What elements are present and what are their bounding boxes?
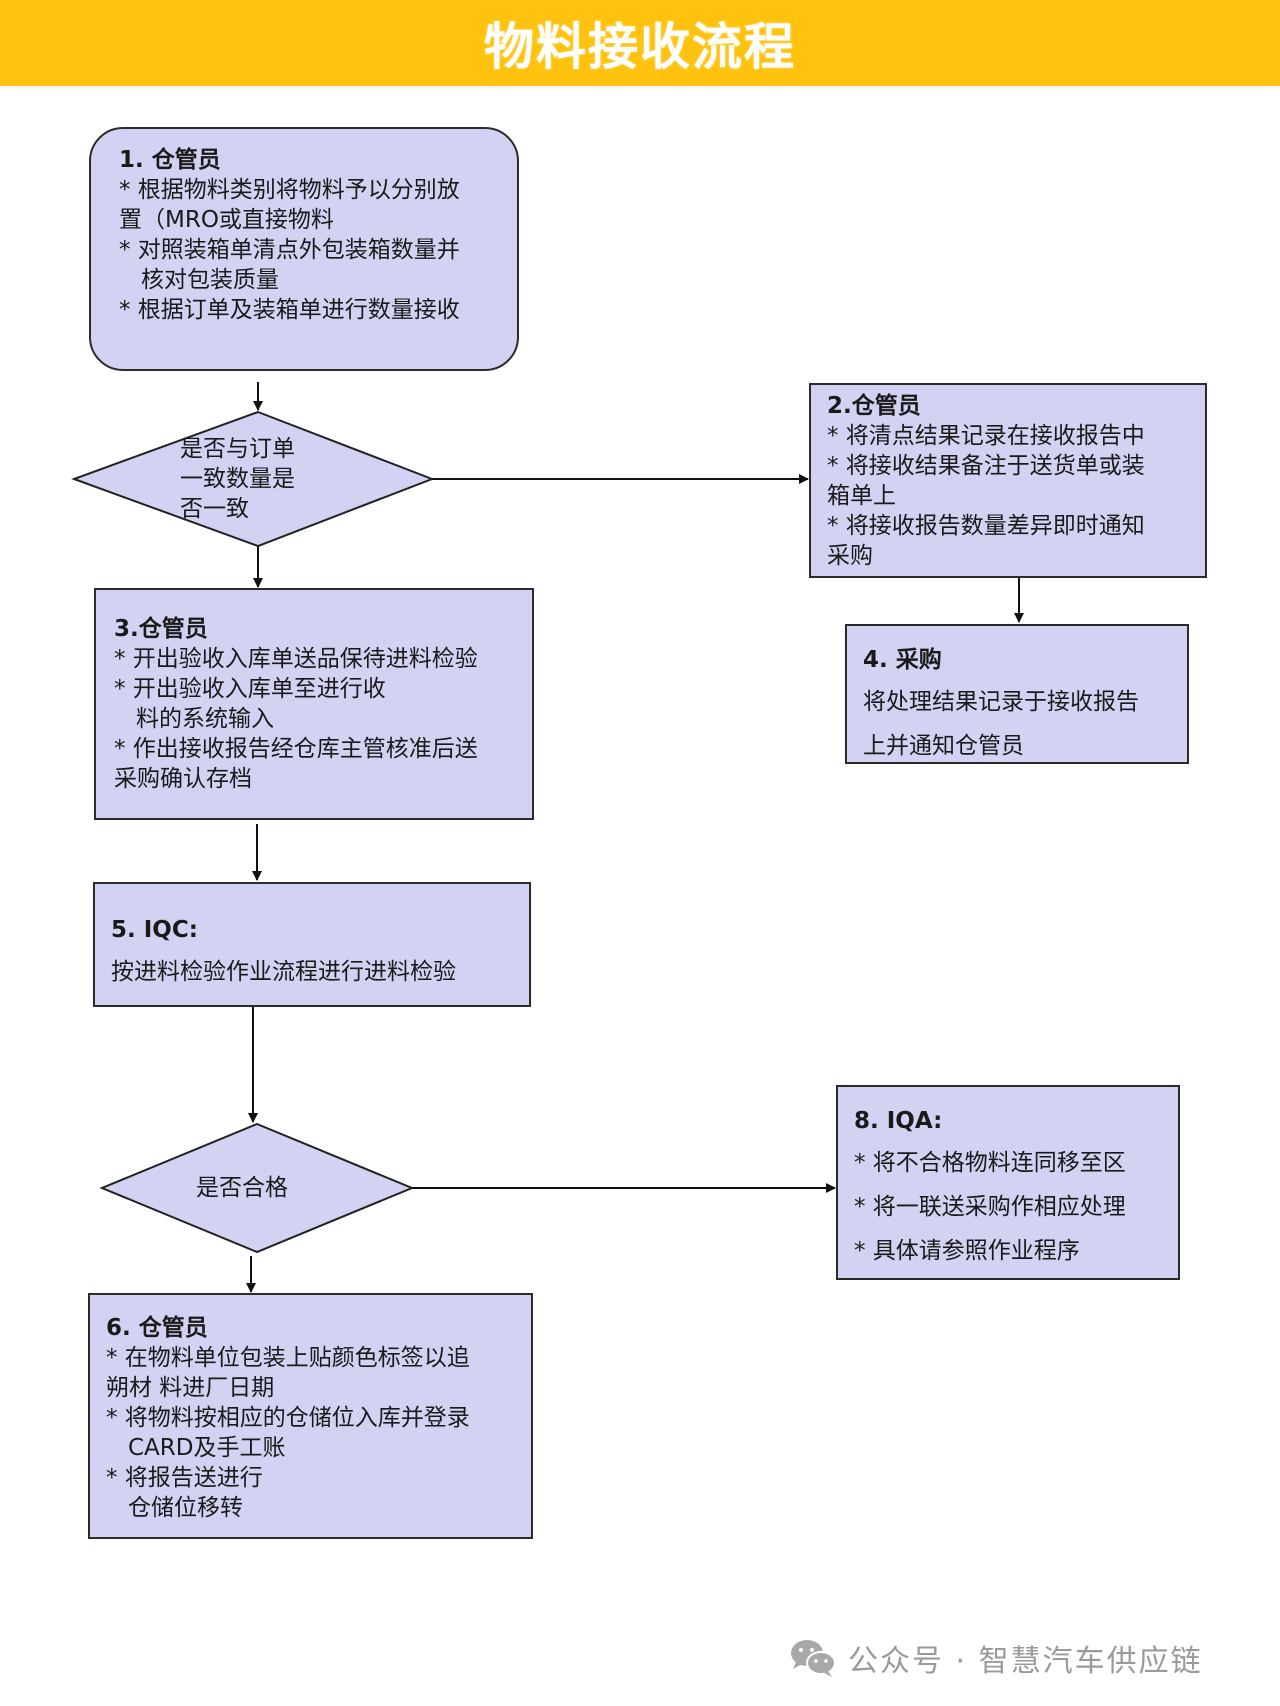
step-2-line: * 将清点结果记录在接收报告中 <box>827 423 1145 449</box>
step-8-line: * 具体请参照作业程序 <box>854 1238 1080 1264</box>
step-5-line: 按进料检验作业流程进行进料检验 <box>111 959 456 985</box>
footer-text: 公众号 · 智慧汽车供应链 <box>848 1644 1203 1679</box>
step-8-box: 8. IQA: * 将不合格物料连同移至区 * 将一联送采购作相应处理 * 具体… <box>836 1085 1180 1280</box>
decision-1-line: 否一致 <box>180 496 249 522</box>
decision-1-line: 一致数量是 <box>180 466 295 492</box>
step-1-line: * 根据订单及装箱单进行数量接收 <box>119 297 460 323</box>
step-1-line: 置（MRO或直接物料 <box>119 207 334 233</box>
step-1-line: 核对包装质量 <box>141 267 279 293</box>
step-3-line: 料的系统输入 <box>136 706 274 732</box>
step-4-box: 4. 采购 将处理结果记录于接收报告 上并通知仓管员 <box>845 624 1189 764</box>
step-6-title: 6. 仓管员 <box>106 1315 208 1341</box>
step-6-line: 朔材 料进厂日期 <box>106 1375 275 1401</box>
step-3-title: 3.仓管员 <box>114 616 208 642</box>
step-6-box: 6. 仓管员 * 在物料单位包装上贴颜色标签以追 朔材 料进厂日期 * 将物料按… <box>88 1293 533 1539</box>
step-1-line: * 对照装箱单清点外包装箱数量并 <box>119 237 460 263</box>
decision-1-text: 是否与订单 一致数量是 否一致 <box>180 434 295 524</box>
title-banner: 物料接收流程 <box>0 0 1280 86</box>
step-6-line: * 将报告送进行 <box>106 1465 263 1491</box>
page-title: 物料接收流程 <box>484 18 796 76</box>
step-2-line: 箱单上 <box>827 483 896 509</box>
step-3-line: * 作出接收报告经仓库主管核准后送 <box>114 736 478 762</box>
step-2-box: 2.仓管员 * 将清点结果记录在接收报告中 * 将接收结果备注于送货单或装 箱单… <box>809 383 1207 578</box>
decision-2-line: 是否合格 <box>196 1175 288 1201</box>
step-6-line: CARD及手工账 <box>128 1435 286 1461</box>
step-3-box: 3.仓管员 * 开出验收入库单送品保待进料检验 * 开出验收入库单至进行收 料的… <box>94 588 534 820</box>
footer-watermark: 公众号 · 智慧汽车供应链 <box>788 1636 1203 1680</box>
step-5-title: 5. IQC: <box>111 917 198 943</box>
step-3-line: 采购确认存档 <box>114 766 252 792</box>
step-3-line: * 开出验收入库单至进行收 <box>114 676 386 702</box>
decision-2-text: 是否合格 <box>196 1173 288 1203</box>
step-4-title: 4. 采购 <box>863 647 942 673</box>
step-2-line: * 将接收报告数量差异即时通知 <box>827 513 1145 539</box>
step-6-line: * 将物料按相应的仓储位入库并登录 <box>106 1405 470 1431</box>
step-1-box: 1. 仓管员 * 根据物料类别将物料予以分别放 置（MRO或直接物料 * 对照装… <box>89 127 519 371</box>
step-4-line: 将处理结果记录于接收报告 <box>863 689 1139 715</box>
step-6-line: * 在物料单位包装上贴颜色标签以追 <box>106 1345 470 1371</box>
step-8-title: 8. IQA: <box>854 1108 943 1134</box>
step-2-line: 采购 <box>827 543 873 569</box>
step-1-line: * 根据物料类别将物料予以分别放 <box>119 177 460 203</box>
decision-diamond-qualified <box>99 1122 415 1254</box>
step-8-line: * 将不合格物料连同移至区 <box>854 1150 1126 1176</box>
step-2-title: 2.仓管员 <box>827 393 921 419</box>
step-3-line: * 开出验收入库单送品保待进料检验 <box>114 646 478 672</box>
wechat-icon <box>788 1638 838 1678</box>
decision-1-line: 是否与订单 <box>180 436 295 462</box>
step-8-line: * 将一联送采购作相应处理 <box>854 1194 1126 1220</box>
step-2-line: * 将接收结果备注于送货单或装 <box>827 453 1145 479</box>
step-4-line: 上并通知仓管员 <box>863 733 1024 759</box>
step-6-line: 仓储位移转 <box>128 1495 243 1521</box>
step-5-box: 5. IQC: 按进料检验作业流程进行进料检验 <box>93 882 531 1007</box>
step-1-title: 1. 仓管员 <box>119 147 221 173</box>
